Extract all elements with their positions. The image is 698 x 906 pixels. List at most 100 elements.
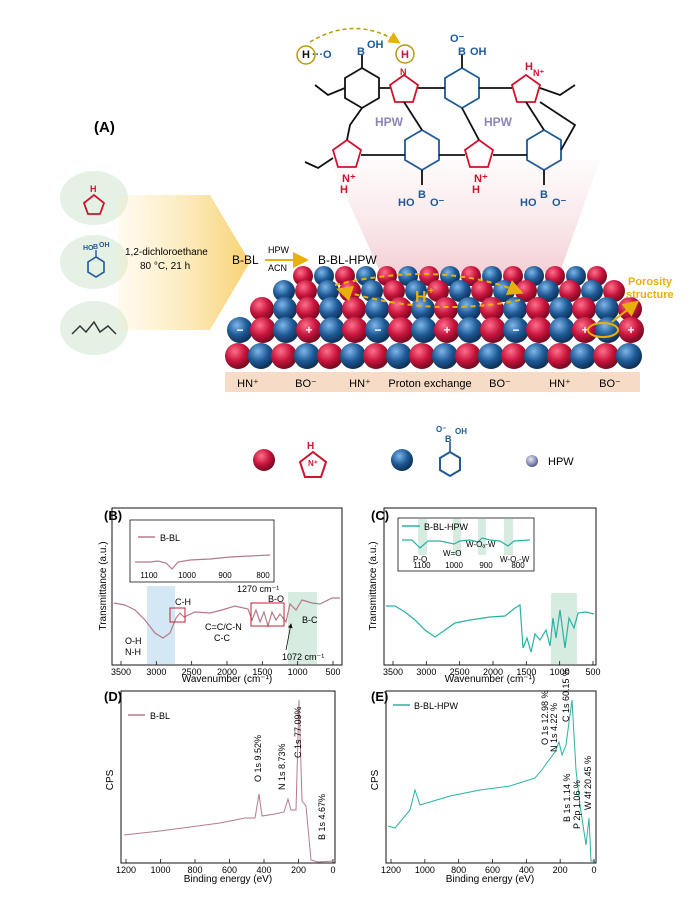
blue-sphere <box>457 297 481 321</box>
panel-c-inset-legend: B-BL-HPW <box>424 522 469 532</box>
blue-sphere <box>616 343 642 369</box>
reactant-boronic-bubble <box>60 235 128 289</box>
x-tick-label: 0 <box>591 865 596 875</box>
x-tick-label: 800 <box>451 865 466 875</box>
svg-text:B: B <box>357 46 365 58</box>
conditions-line-2: 80 °C, 21 h <box>140 261 190 272</box>
svg-text:B: B <box>93 244 98 251</box>
svg-text:O⁻: O⁻ <box>552 197 567 209</box>
x-tick-label: 600 <box>222 865 237 875</box>
bo-box <box>250 602 285 627</box>
band-label: BO⁻ <box>489 378 511 390</box>
red-sphere <box>603 280 625 302</box>
svg-text:OH: OH <box>455 427 467 436</box>
ir-band-bc <box>288 592 317 664</box>
red-sphere <box>383 280 405 302</box>
inset-tick-label: 800 <box>256 571 270 580</box>
peak-1072-arrow <box>285 623 293 651</box>
x-tick-label: 1000 <box>550 667 570 677</box>
inset-band-wo <box>453 519 461 555</box>
svg-text:O⁻: O⁻ <box>436 425 446 434</box>
band-label: HN⁺ <box>549 378 571 390</box>
x-tick-label: 1000 <box>415 865 435 875</box>
x-tick-label: 3000 <box>146 667 166 677</box>
porosity-label-2: structure <box>626 289 674 301</box>
ethyl-left <box>314 84 346 97</box>
benzene-ring-2 <box>444 66 480 110</box>
inset-tick-label: 1100 <box>413 561 431 570</box>
x-tick-label: 3000 <box>416 667 436 677</box>
legend-hpw-label: HPW <box>548 456 574 468</box>
sphere-lattice <box>225 266 644 369</box>
xps-peak-label: C 1s 60.15 % <box>561 668 571 722</box>
bc-label: B-C <box>302 615 318 625</box>
red-sphere <box>271 343 297 369</box>
band-label: BO⁻ <box>295 378 317 390</box>
svg-text:H: H <box>307 441 314 452</box>
red-sphere <box>317 343 343 369</box>
wow2-label: W-O꜀-W <box>500 555 530 564</box>
proton-symbol: H <box>415 289 427 306</box>
pore-arrow <box>611 300 640 323</box>
xps-peak-label: B 1s 4.67% <box>317 794 327 840</box>
blue-sphere <box>365 297 389 321</box>
proton-hop-arrow-return <box>336 285 521 308</box>
blue-sphere <box>227 317 253 343</box>
red-sphere <box>342 317 368 343</box>
red-sphere <box>547 343 573 369</box>
red-sphere <box>295 280 317 302</box>
nh-label: N-H <box>125 647 141 657</box>
svg-text:B: B <box>445 434 452 444</box>
pyrrole-icon: H <box>82 184 106 215</box>
proton-charge: + <box>428 286 434 297</box>
red-sphere <box>572 317 598 343</box>
inset-band-wow1 <box>478 519 486 555</box>
anion-sign: − <box>512 323 519 337</box>
blue-sphere <box>411 297 435 321</box>
x-tick-label: 1500 <box>516 667 536 677</box>
pyrrole-ring-2 <box>510 73 542 103</box>
red-sphere <box>572 297 596 321</box>
blue-sphere <box>537 280 559 302</box>
sphere-legend: H N⁺ B O⁻ OH HPW <box>253 425 574 478</box>
red-sphere <box>618 317 644 343</box>
red-sphere <box>296 297 320 321</box>
panel-a: (A) H ···O B <box>60 27 674 478</box>
panel-b-inset <box>129 519 275 583</box>
svg-text:H: H <box>340 184 348 196</box>
inset-band-po <box>418 519 427 555</box>
xps-peak-label: P 2p 1.06 % <box>572 780 582 829</box>
sphere-charge-signs: −+−+−++ <box>236 323 634 337</box>
blue-sphere <box>440 266 460 286</box>
bo-label: B-O <box>268 594 284 604</box>
exchange-band <box>225 372 640 392</box>
anion-sign: − <box>374 323 381 337</box>
x-tick-label: 1200 <box>381 865 401 875</box>
x-tick-label: 500 <box>325 667 340 677</box>
x-tick-label: 2000 <box>483 667 503 677</box>
panel-e-axes <box>385 690 597 864</box>
red-sphere <box>342 297 366 321</box>
x-tick-label: 500 <box>585 667 600 677</box>
panel-b-inset-spectrum <box>135 554 271 570</box>
band-label: HN⁺ <box>237 378 259 390</box>
svg-text:OH: OH <box>99 242 110 249</box>
reaction-arrow <box>118 195 250 330</box>
red-sphere <box>427 280 449 302</box>
red-sphere <box>225 343 251 369</box>
panel-e-legend: B-BL-HPW <box>414 701 459 711</box>
red-sphere <box>434 317 460 343</box>
red-sphere <box>461 266 481 286</box>
red-sphere <box>480 317 506 343</box>
blue-sphere <box>457 317 483 343</box>
hpw-label-left: HPW <box>375 115 404 129</box>
benzene-ring-1 <box>344 66 380 110</box>
panel-b-label: (B) <box>104 508 122 523</box>
product: B-BL-HPW <box>318 253 377 267</box>
peak-1270-label: 1270 cm⁻¹ <box>237 584 279 594</box>
